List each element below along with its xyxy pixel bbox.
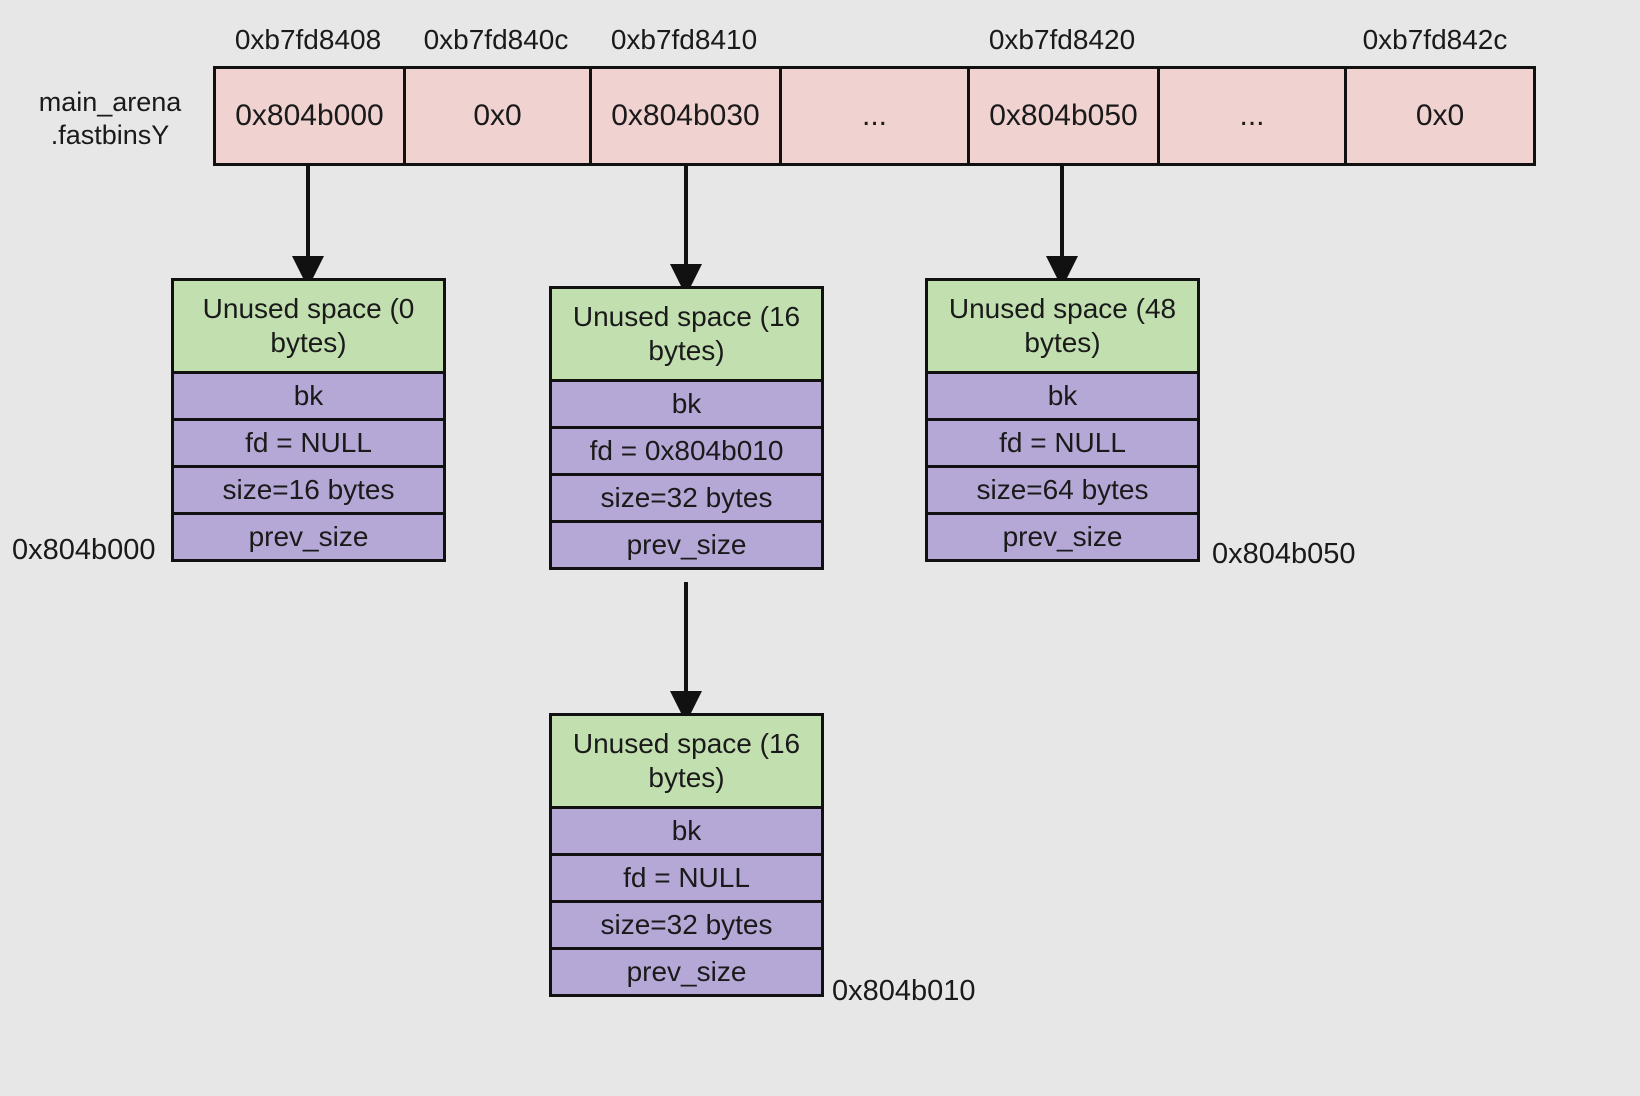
chunk-field-size: size=32 bytes	[549, 473, 824, 523]
fastbin-cell-0[interactable]: 0x804b000	[216, 69, 406, 163]
address-tick: 0xb7fd840c	[423, 24, 569, 55]
chunk-field-bk: bk	[549, 379, 824, 429]
chunk-field-bk: bk	[171, 371, 446, 421]
chunk-unused-space: Unused space (0 bytes)	[171, 278, 446, 374]
chunk-unused-space: Unused space (16 bytes)	[549, 286, 824, 382]
fastbins-array: 0x804b000 0x0 0x804b030 ... 0x804b050 ..…	[213, 66, 1536, 166]
address-tick: 0xb7fd8410	[610, 24, 758, 55]
chunk-804b050: Unused space (48 bytes) bk fd = NULL siz…	[925, 278, 1200, 562]
chunk-field-size: size=64 bytes	[925, 465, 1200, 515]
address-tick: 0xb7fd842c	[1362, 24, 1508, 55]
address-tick: 0xb7fd8420	[988, 24, 1136, 55]
chunk-field-fd: fd = NULL	[549, 853, 824, 903]
fastbin-cell-2[interactable]: 0x804b030	[592, 69, 782, 163]
chunk-address-804b000: 0x804b000	[12, 534, 156, 566]
fastbin-cell-3[interactable]: ...	[782, 69, 970, 163]
chunk-address-804b050: 0x804b050	[1212, 538, 1356, 570]
chunk-field-fd: fd = 0x804b010	[549, 426, 824, 476]
chunk-field-bk: bk	[549, 806, 824, 856]
chunk-unused-space: Unused space (16 bytes)	[549, 713, 824, 809]
chunk-field-prev-size: prev_size	[171, 512, 446, 562]
chunk-field-prev-size: prev_size	[549, 520, 824, 570]
fastbins-label-line2: .fastbinsY	[50, 120, 170, 150]
fastbin-cell-4[interactable]: 0x804b050	[970, 69, 1160, 163]
fastbins-label: main_arena .fastbinsY	[20, 86, 200, 152]
chunk-804b010: Unused space (16 bytes) bk fd = NULL siz…	[549, 713, 824, 997]
chunk-field-fd: fd = NULL	[171, 418, 446, 468]
fastbin-cell-1[interactable]: 0x0	[406, 69, 592, 163]
chunk-field-size: size=16 bytes	[171, 465, 446, 515]
chunk-address-804b010: 0x804b010	[832, 975, 976, 1007]
fastbins-label-line1: main_arena	[38, 87, 182, 117]
chunk-804b030: Unused space (16 bytes) bk fd = 0x804b01…	[549, 286, 824, 570]
chunk-field-size: size=32 bytes	[549, 900, 824, 950]
chunk-field-prev-size: prev_size	[925, 512, 1200, 562]
chunk-unused-space: Unused space (48 bytes)	[925, 278, 1200, 374]
chunk-field-fd: fd = NULL	[925, 418, 1200, 468]
chunk-804b000: Unused space (0 bytes) bk fd = NULL size…	[171, 278, 446, 562]
address-tick: 0xb7fd8408	[234, 24, 382, 55]
chunk-field-bk: bk	[925, 371, 1200, 421]
chunk-field-prev-size: prev_size	[549, 947, 824, 997]
fastbin-cell-6[interactable]: 0x0	[1347, 69, 1533, 163]
fastbin-cell-5[interactable]: ...	[1160, 69, 1347, 163]
